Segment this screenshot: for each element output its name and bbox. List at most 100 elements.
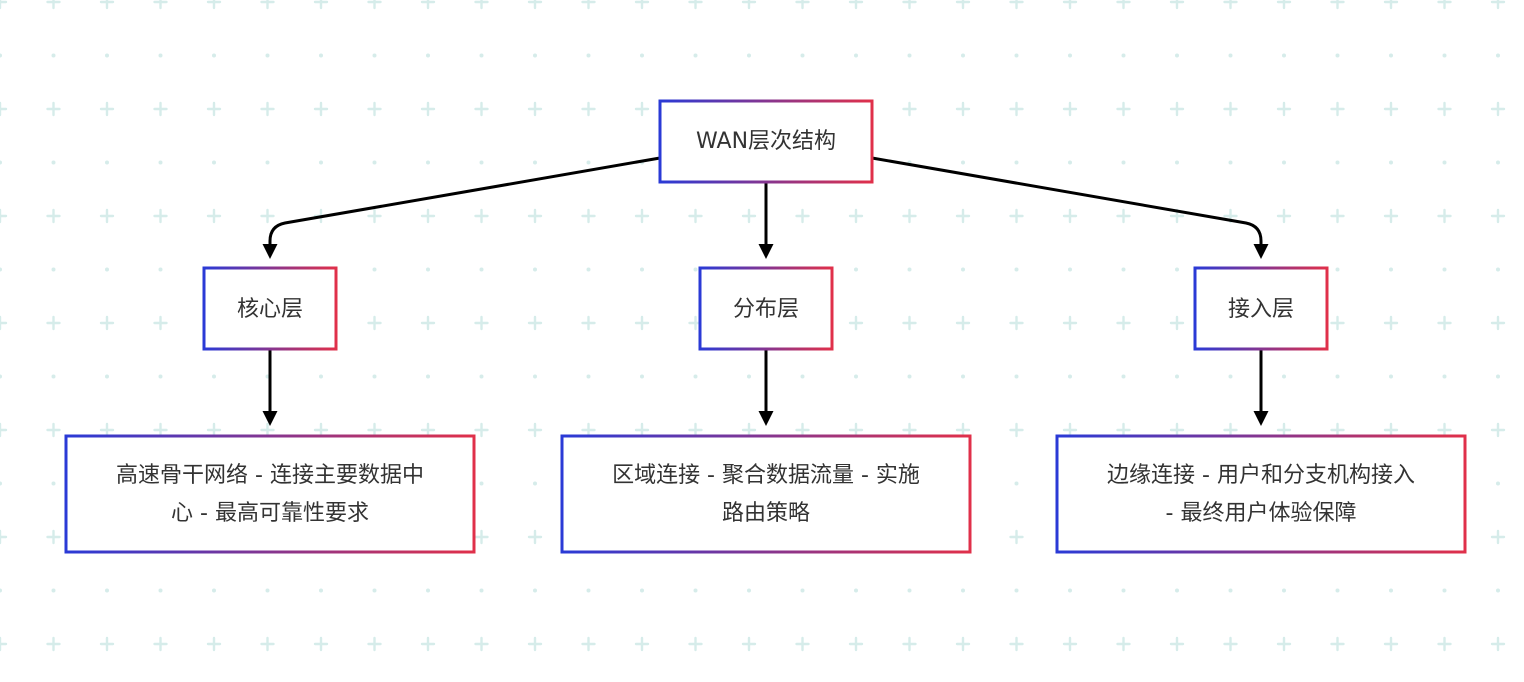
layer-node-distribution-label: 分布层 (733, 297, 799, 322)
bg-plus-mark (1437, 0, 1452, 10)
bg-dot-mark (372, 267, 377, 272)
bg-dot-mark (1496, 160, 1500, 165)
bg-plus-mark (260, 0, 275, 10)
detail-node-core: 高速骨干网络 - 连接主要数据中 心 - 最高可靠性要求 (64, 434, 476, 554)
bg-plus-mark (1383, 422, 1399, 438)
bg-dot-mark (1282, 588, 1286, 593)
bg-dot-mark (747, 588, 751, 593)
bg-dot-mark (0, 53, 2, 58)
bg-plus-mark (634, 422, 650, 438)
bg-plus-mark (260, 636, 275, 652)
bg-plus-mark (741, 636, 757, 652)
bg-dot-mark (961, 160, 965, 165)
bg-dot-mark (105, 374, 109, 379)
detail-access-line-2: - 最终用户体验保障 (1166, 501, 1357, 526)
bg-dot-mark (1389, 374, 1393, 379)
bg-plus-mark (795, 0, 810, 10)
bg-dot-mark (426, 267, 430, 272)
bg-dot-mark (533, 267, 537, 272)
bg-plus-mark (581, 101, 596, 117)
bg-plus-mark (848, 636, 864, 652)
layer-node-access-label: 接入层 (1228, 297, 1294, 322)
bg-dot-mark (51, 267, 56, 272)
bg-plus-mark (955, 0, 971, 10)
bg-dot-mark (1389, 267, 1393, 272)
bg-plus-mark (634, 315, 650, 331)
bg-dot-mark (1496, 374, 1500, 379)
bg-plus-mark (153, 0, 168, 10)
bg-plus-mark (474, 636, 489, 652)
bg-dot-mark (426, 160, 430, 165)
bg-dot-mark (0, 160, 2, 165)
bg-plus-mark (634, 636, 650, 652)
bg-plus-mark (474, 208, 489, 224)
layer-node-core: 核心层 (202, 266, 338, 351)
root-node-label: WAN层次结构 (696, 129, 836, 154)
bg-plus-mark (367, 101, 382, 117)
bg-plus-mark (1437, 422, 1452, 438)
bg-plus-mark (1383, 101, 1399, 117)
bg-plus-mark (1062, 636, 1078, 652)
bg-plus-mark (206, 422, 222, 438)
bg-plus-mark (902, 0, 917, 10)
bg-plus-mark (367, 315, 382, 331)
bg-dot-mark (854, 267, 858, 272)
bg-plus-mark (1169, 101, 1185, 117)
bg-dot-mark (265, 160, 270, 165)
bg-plus-mark (1223, 422, 1238, 438)
bg-plus-mark (634, 101, 650, 117)
bg-plus-mark (1062, 101, 1078, 117)
bg-dot-mark (693, 53, 698, 58)
bg-plus-mark (902, 208, 917, 224)
bg-dot-mark (1014, 267, 1019, 272)
bg-plus-mark (1116, 208, 1131, 224)
bg-dot-mark (1335, 160, 1340, 165)
bg-plus-mark (99, 208, 115, 224)
bg-plus-mark (0, 0, 8, 10)
bg-dot-mark (479, 53, 484, 58)
bg-dot-mark (0, 374, 2, 379)
bg-dot-mark (426, 588, 430, 593)
bg-plus-mark (1062, 315, 1078, 331)
bg-plus-mark (474, 101, 489, 117)
bg-dot-mark (533, 481, 537, 486)
bg-plus-mark (420, 422, 436, 438)
bg-plus-mark (0, 636, 8, 652)
bg-plus-mark (527, 208, 543, 224)
bg-dot-mark (212, 53, 216, 58)
detail-distribution-line-2: 路由策略 (722, 501, 810, 526)
bg-plus-mark (1223, 636, 1238, 652)
bg-dot-mark (533, 160, 537, 165)
bg-dot-mark (479, 267, 484, 272)
bg-dot-mark (1282, 53, 1286, 58)
bg-plus-mark (741, 422, 757, 438)
bg-dot-mark (1282, 374, 1286, 379)
bg-dot-mark (265, 53, 270, 58)
bg-dot-mark (800, 53, 805, 58)
bg-plus-mark (527, 636, 543, 652)
bg-plus-mark (741, 208, 757, 224)
bg-dot-mark (212, 374, 216, 379)
bg-dot-mark (533, 53, 537, 58)
bg-plus-mark (420, 208, 436, 224)
bg-plus-mark (367, 208, 382, 224)
bg-plus-mark (1330, 636, 1345, 652)
bg-dot-mark (1389, 160, 1393, 165)
bg-dot-mark (105, 160, 109, 165)
bg-dot-mark (1175, 588, 1179, 593)
bg-plus-mark (1116, 422, 1131, 438)
bg-dot-mark (640, 53, 644, 58)
bg-dot-mark (586, 588, 591, 593)
bg-plus-mark (420, 315, 436, 331)
bg-plus-mark (260, 422, 275, 438)
bg-plus-mark (1116, 315, 1131, 331)
bg-dot-mark (961, 267, 965, 272)
bg-dot-mark (51, 588, 56, 593)
bg-dot-mark (105, 53, 109, 58)
bg-plus-mark (795, 636, 810, 652)
bg-plus-mark (902, 315, 917, 331)
bg-plus-mark (1009, 422, 1024, 438)
bg-plus-mark (313, 101, 329, 117)
bg-plus-mark (955, 636, 971, 652)
